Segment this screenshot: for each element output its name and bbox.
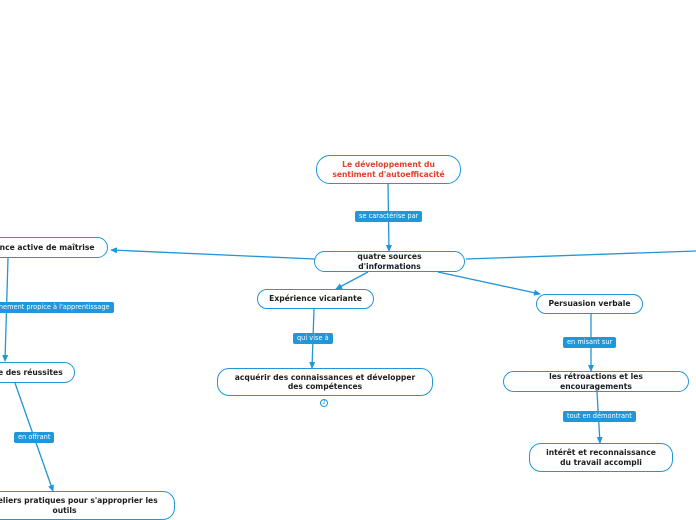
link-hub-persuasion — [437, 271, 541, 296]
label-root-hub[interactable]: se caractérise par — [355, 211, 423, 222]
left-branch-label-2[interactable]: en offrant — [14, 432, 55, 443]
vicarious-node-2[interactable]: acquérir des connaissances et développer… — [217, 368, 433, 396]
persuasion-node[interactable]: Persuasion verbale — [536, 294, 643, 314]
persuasion-label-2[interactable]: tout en démontrant — [563, 411, 636, 422]
link-hub-left — [110, 247, 316, 260]
link-hub-vicarious — [335, 271, 369, 290]
persuasion-node-2[interactable]: les rétroactions et les encouragements — [503, 371, 689, 392]
left-branch-node[interactable]: Expérience active de maîtrise — [0, 237, 108, 258]
vicarious-label[interactable]: qui vise à — [293, 333, 333, 344]
collapse-toggle[interactable]: 2 — [320, 399, 328, 407]
vicarious-node[interactable]: Expérience vicariante — [257, 289, 374, 309]
left-branch-node-3[interactable]: des ateliers pratiques pour s'approprier… — [0, 491, 175, 520]
hub-node[interactable]: quatre sources d'informations — [314, 251, 465, 272]
root-node[interactable]: Le développement du sentiment d'autoeffi… — [316, 155, 461, 184]
left-branch-node-2[interactable]: Réussite des réussites — [0, 362, 75, 383]
persuasion-node-3[interactable]: intérêt et reconnaissance du travail acc… — [529, 443, 673, 472]
link-hub-right — [465, 250, 696, 260]
left-branch-label-1[interactable]: Environnement propice à l'apprentissage — [0, 302, 114, 313]
persuasion-label-1[interactable]: en misant sur — [563, 337, 617, 348]
